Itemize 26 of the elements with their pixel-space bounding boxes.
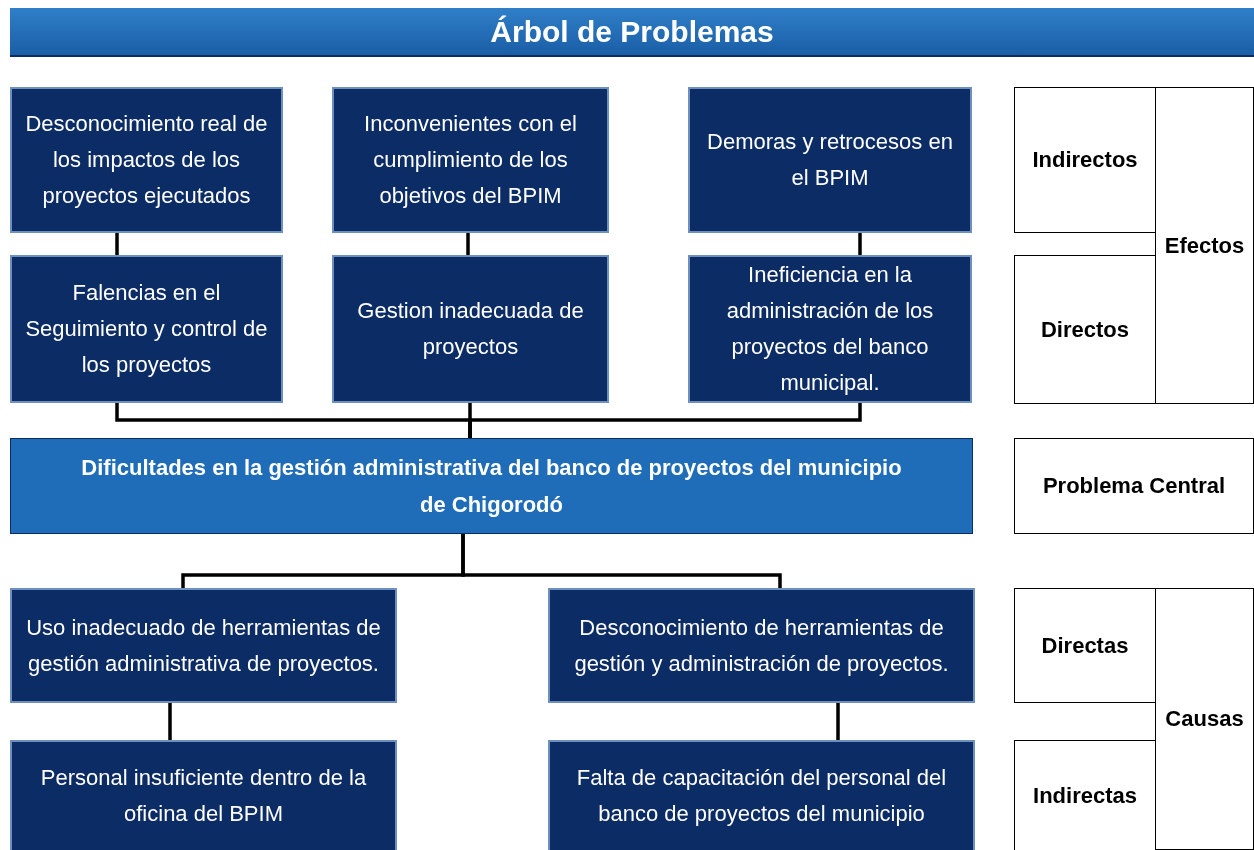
row-label: Indirectas: [1014, 740, 1156, 850]
cause-box: Personal insuficiente dentro de la oficina del BPIM: [10, 740, 397, 850]
row-label: Indirectos: [1014, 87, 1156, 233]
connector-line: [836, 703, 840, 740]
connector-line: [858, 233, 862, 255]
effect-box: Ineficiencia en la administración de los proyectos del banco municipal.: [688, 255, 972, 403]
effect-box: Inconvenientes con el cumplimiento de los objetivos del BPIM: [332, 87, 609, 233]
connector-line: [168, 703, 172, 740]
row-label: Problema Central: [1014, 438, 1254, 534]
effect-box: Desconocimiento real de los impactos de los proyectos ejecutados: [10, 87, 283, 233]
title-banner: Árbol de Problemas: [10, 8, 1254, 57]
effect-box: Demoras y retrocesos en el BPIM: [688, 87, 972, 233]
effect-box: Gestion inadecuada de proyectos: [332, 255, 609, 403]
connector-line: [115, 233, 119, 255]
group-label: Efectos: [1155, 87, 1254, 404]
row-label: Directas: [1014, 588, 1156, 703]
central-problem-box: Dificultades en la gestión administrativa del banco de proyectos del municipio de Chigorodó: [10, 438, 973, 534]
effect-box: Falencias en el Seguimiento y control de los proyectos: [10, 255, 283, 403]
connector-line: [466, 233, 470, 255]
group-label: Causas: [1155, 588, 1254, 850]
cause-box: Desconocimiento de herramientas de gestión y administración de proyectos.: [548, 588, 975, 703]
connector-line: [468, 403, 862, 438]
connector-line: [461, 534, 782, 588]
cause-box: Uso inadecuado de herramientas de gestión administrativa de proyectos.: [10, 588, 397, 703]
cause-box: Falta de capacitación del personal del banco de proyectos del municipio: [548, 740, 975, 850]
row-label: Directos: [1014, 255, 1156, 404]
